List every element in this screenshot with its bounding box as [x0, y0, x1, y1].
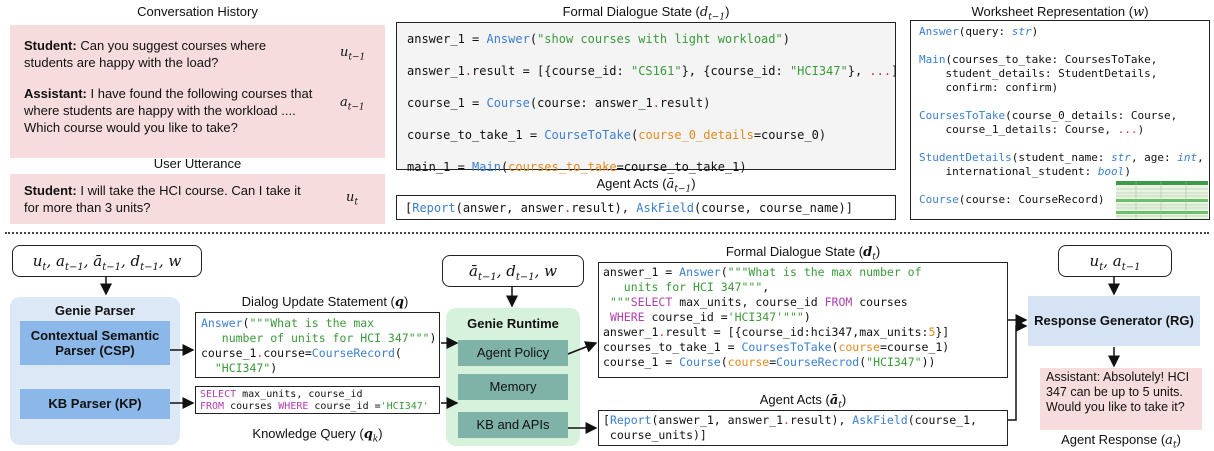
formal-state-t-code: answer_1 = Answer("""What is the max num…: [603, 265, 950, 369]
knowledge-query-code: SELECT max_units, course_id FROM courses…: [200, 389, 429, 412]
runtime-inputs-box: āt−1, dt−1, w: [442, 255, 584, 287]
runtime-inputs-formula: āt−1, dt−1, w: [468, 262, 557, 283]
formal-state-prev-title: Formal Dialogue State (dt−1): [562, 4, 730, 23]
agent-acts-t-box: [Report(answer_1, answer_1.result), AskF…: [598, 410, 1008, 446]
student-text: Can you suggest courses where students a…: [24, 38, 267, 70]
formal-state-t-title: Formal Dialogue State (dt): [725, 244, 881, 263]
dialog-update-code: Answer("""What is the max number of unit…: [201, 316, 437, 375]
knowledge-query-box: SELECT max_units, course_id FROM courses…: [195, 386, 440, 414]
agent-policy-block: Agent Policy: [458, 340, 568, 366]
arrow-acts-to-rg: [1008, 320, 1028, 421]
agent-acts-t-title: Agent Acts (āt): [759, 392, 847, 411]
assistant-label: Assistant:: [24, 86, 87, 101]
knowledge-query-title: Knowledge Query (qk): [252, 426, 383, 445]
genie-parser-title: Genie Parser: [54, 303, 136, 318]
csp-block: Contextual Semantic Parser (CSP): [20, 321, 170, 365]
genie-parser-panel: Genie Parser Contextual Semantic Parser …: [10, 297, 180, 445]
agent-acts-prev-code: [Report(answer, answer.result), AskField…: [405, 201, 853, 215]
genie-runtime-title: Genie Runtime: [467, 316, 559, 331]
worksheet-box: Answer(query: str) Main(courses_to_take:…: [910, 20, 1210, 220]
conversation-history-title: Conversation History: [137, 4, 258, 19]
user-student-utterance: Student: I will take the HCI course. Can…: [24, 182, 314, 216]
kb-apis-block: KB and APIs: [458, 412, 568, 438]
user-utterance-title: User Utterance: [153, 156, 242, 171]
kp-block: KB Parser (KP): [20, 389, 170, 419]
formal-state-prev-code: answer_1 = Answer("show courses with lig…: [407, 32, 899, 174]
agent-acts-prev-title: Agent Acts (āt−1): [596, 176, 696, 195]
arrow-runtime-to-state: [567, 341, 598, 355]
dialog-update-title: Dialog Update Statement (q): [241, 294, 409, 310]
student-label: Student:: [24, 38, 77, 53]
dialog-update-box: Answer("""What is the max number of unit…: [195, 312, 440, 378]
rg-inputs-box: ut, at−1: [1058, 245, 1172, 277]
user-var: ut: [346, 190, 358, 208]
worksheet-code: Answer(query: str) Main(courses_to_take:…: [919, 25, 1204, 206]
section-divider: [5, 232, 1209, 234]
student-utterance: Student: Can you suggest courses where s…: [24, 37, 314, 71]
agent-response-box: Assistant: Absolutely! HCI 347 can be up…: [1040, 368, 1202, 430]
formal-state-prev-box: answer_1 = Answer("show courses with lig…: [396, 22, 898, 174]
assistant-var: at−1: [340, 95, 365, 113]
agent-response-text: Assistant: Absolutely! HCI 347 can be up…: [1046, 370, 1190, 414]
memory-block: Memory: [458, 374, 568, 400]
response-generator-block: Response Generator (RG): [1028, 296, 1200, 346]
parser-inputs-formula: ut, at−1, āt−1, dt−1, w: [32, 252, 182, 273]
assistant-utterance: Assistant: I have found the following co…: [24, 85, 324, 136]
formal-state-t-box: answer_1 = Answer("""What is the max num…: [598, 262, 1008, 378]
agent-acts-t-code: [Report(answer_1, answer_1.result), AskF…: [603, 413, 977, 442]
agent-response-title: Agent Response (at): [1061, 432, 1181, 451]
assistant-text: I have found the following courses that …: [24, 86, 313, 135]
user-student-label: Student:: [24, 183, 77, 198]
conversation-history-box: Student: Can you suggest courses where s…: [10, 25, 385, 158]
worksheet-title: Worksheet Representation (w): [971, 4, 1149, 20]
agent-acts-prev-box: [Report(answer, answer.result), AskField…: [396, 195, 896, 220]
student-var: ut−1: [340, 45, 366, 63]
genie-runtime-panel: Genie Runtime Agent Policy Memory KB and…: [446, 308, 580, 446]
rg-inputs-formula: ut, at−1: [1089, 252, 1141, 273]
spreadsheet-thumbnail-icon: [1116, 181, 1208, 219]
user-utterance-box: Student: I will take the HCI course. Can…: [10, 174, 385, 224]
parser-inputs-box: ut, at−1, āt−1, dt−1, w: [12, 245, 202, 277]
user-student-text: I will take the HCI course. Can I take i…: [24, 183, 301, 215]
